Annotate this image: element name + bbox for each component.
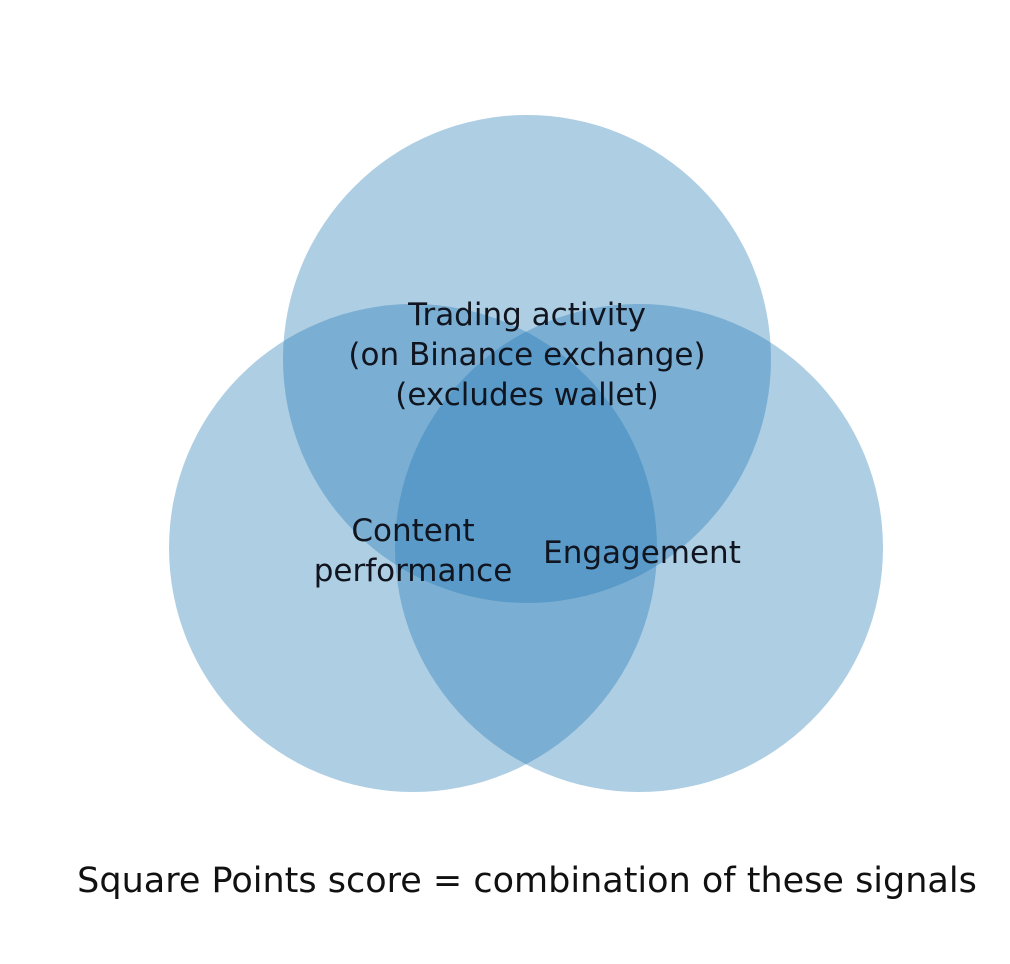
label-trading-activity-line1: Trading activity <box>408 297 646 333</box>
label-trading-activity-line2: (on Binance exchange) <box>348 337 706 373</box>
figure-caption: Square Points score = combination of the… <box>77 861 977 901</box>
venn-circle-engagement <box>395 304 883 792</box>
label-engagement-line1: Engagement <box>543 535 741 571</box>
venn-circle-content-performance <box>169 304 657 792</box>
label-content-performance-line2: performance <box>313 553 513 589</box>
label-trading-activity-line3: (excludes wallet) <box>395 377 659 413</box>
label-engagement: Engagement <box>543 533 741 573</box>
label-trading-activity: Trading activity (on Binance exchange) (… <box>348 295 705 415</box>
label-content-performance: Content performance <box>314 511 513 591</box>
venn-circle-trading-activity <box>283 115 771 603</box>
label-content-performance-line1: Content <box>351 513 475 549</box>
